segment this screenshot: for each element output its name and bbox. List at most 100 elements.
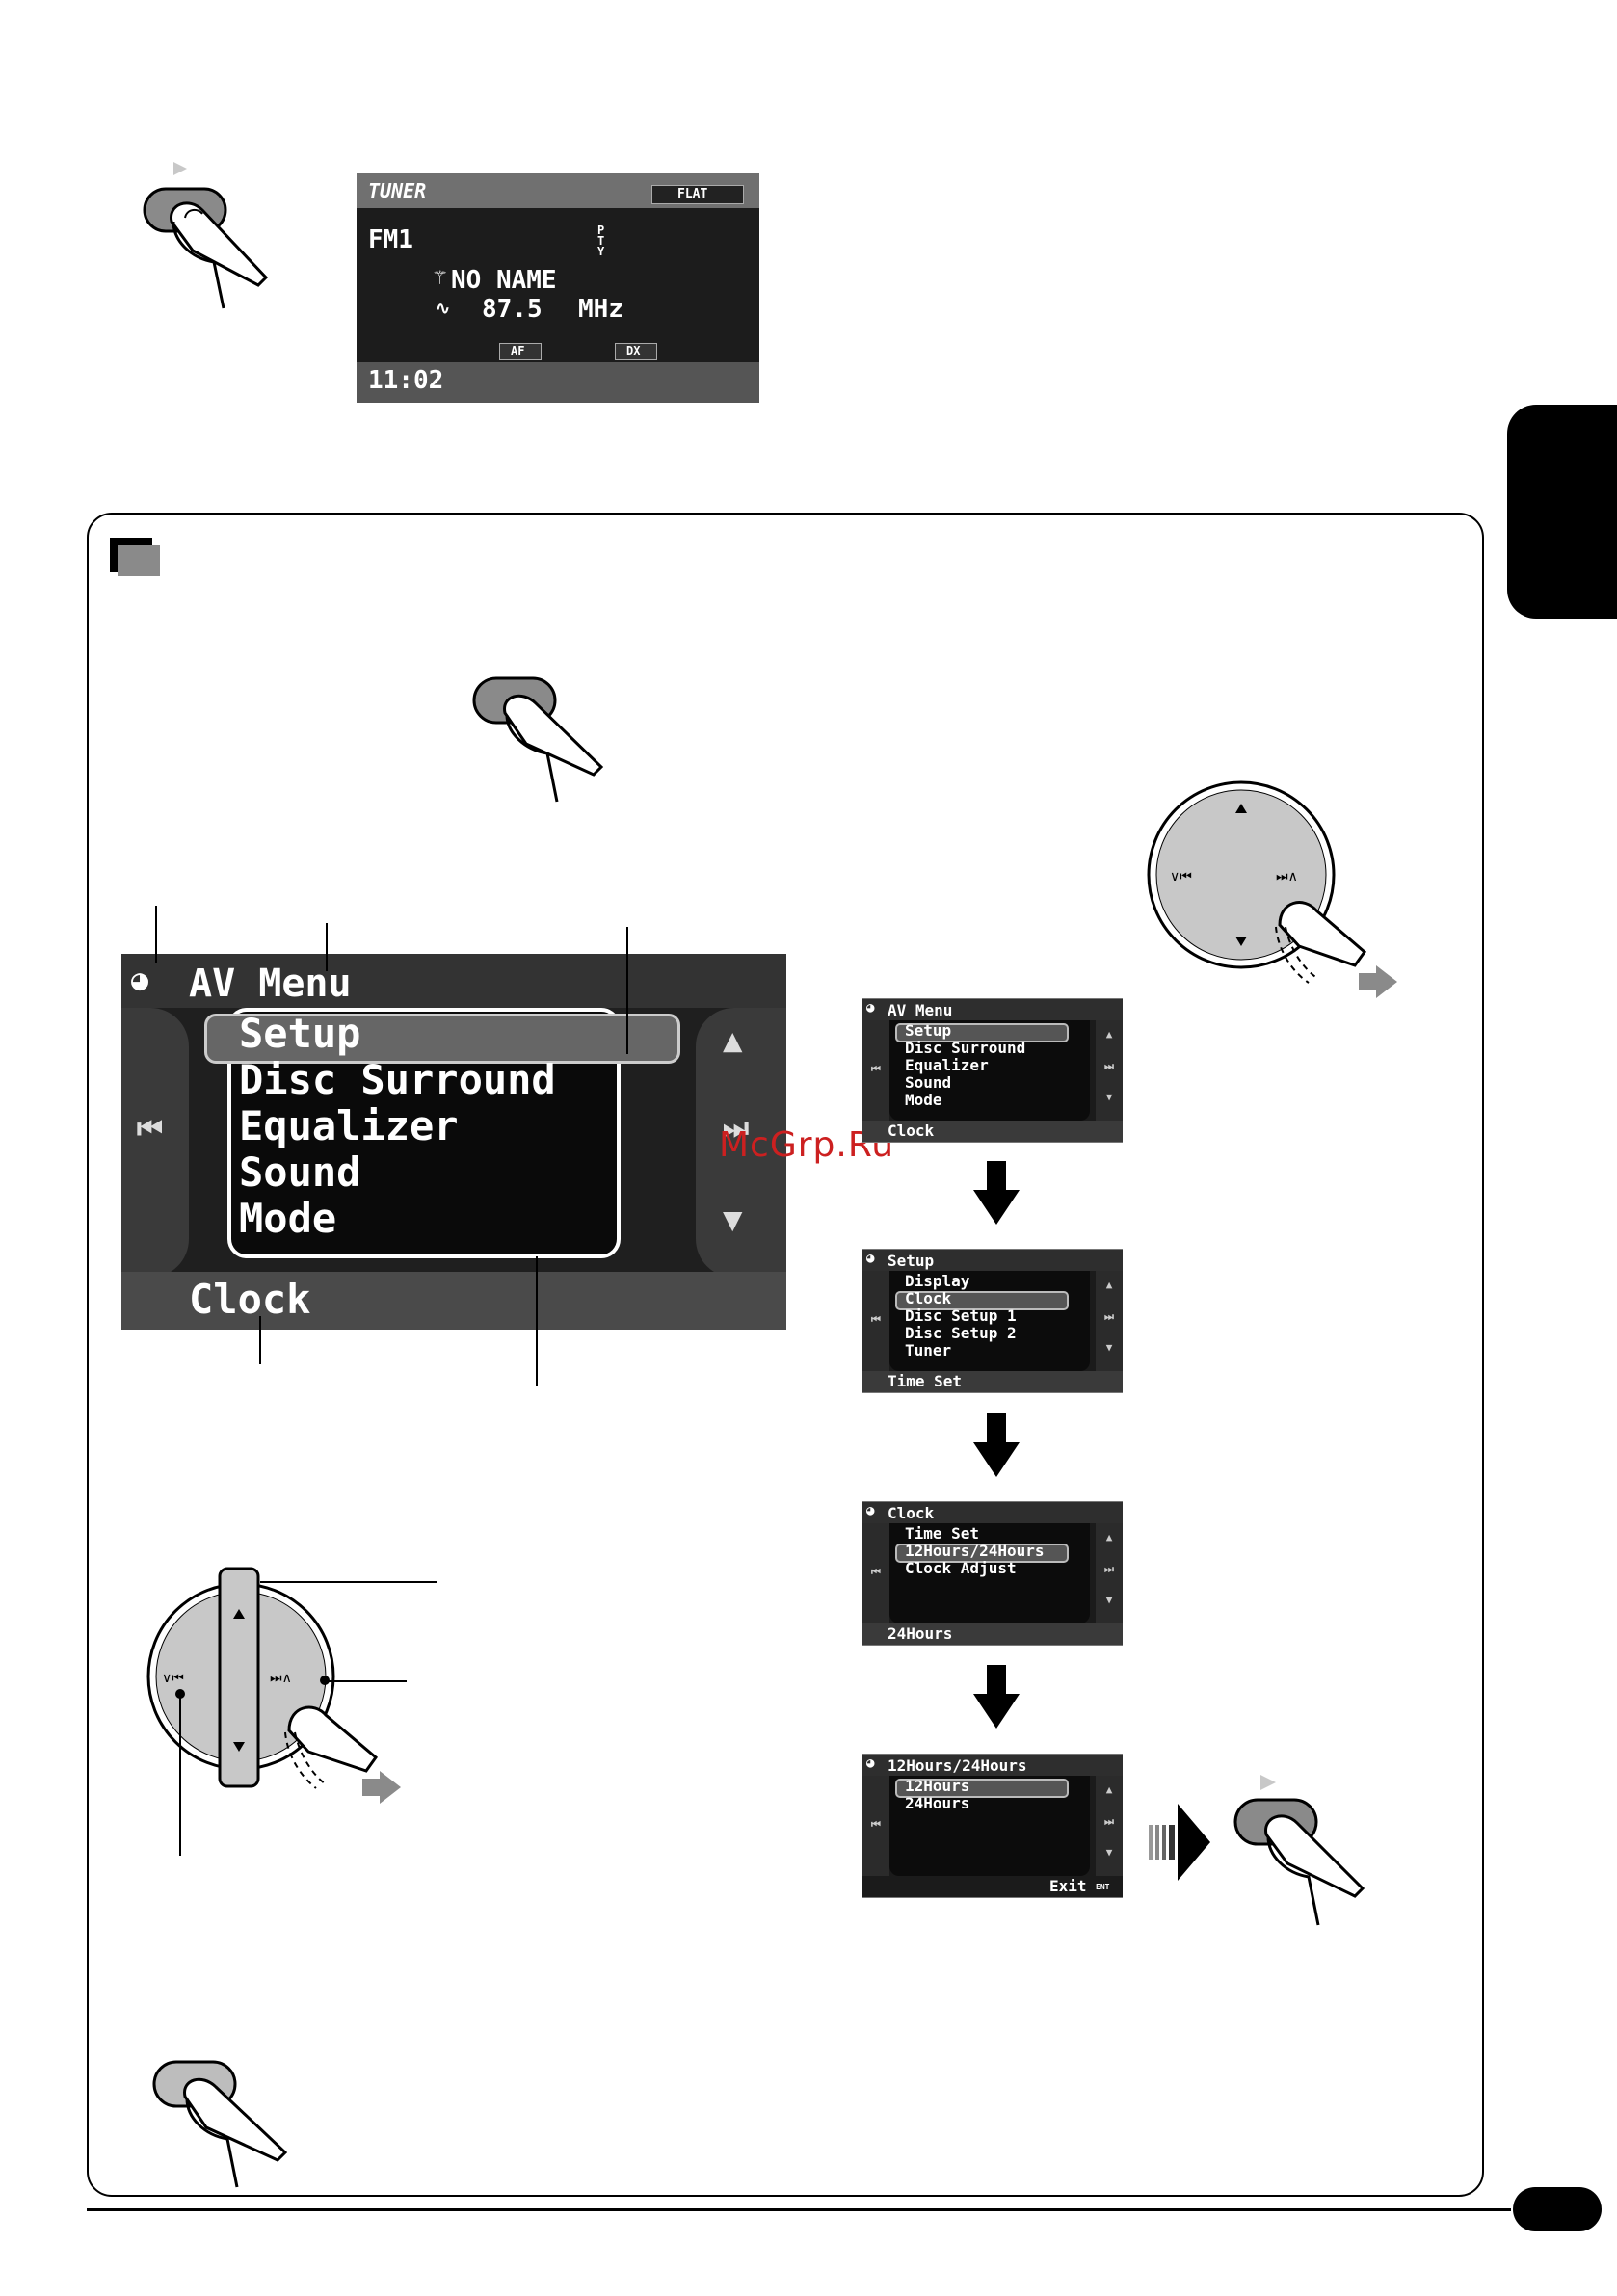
right-side-panel bbox=[696, 1008, 786, 1278]
small-menu-item[interactable]: 24Hours bbox=[905, 1794, 970, 1812]
small-menu-item[interactable]: Disc Setup 1 bbox=[905, 1306, 1017, 1325]
dx-badge-label: DX bbox=[626, 344, 641, 357]
small-left-side: ⏮ bbox=[862, 1020, 889, 1121]
small-menu-item[interactable]: Mode bbox=[905, 1091, 942, 1109]
scroll-up-icon: ▲ bbox=[1105, 1279, 1113, 1291]
antenna-icon: ⚚ bbox=[434, 266, 447, 290]
small-menu-footer-label: 24Hours bbox=[888, 1624, 953, 1643]
tuner-footer-bar bbox=[357, 362, 759, 403]
small-right-side: ▲ ⏭ ▼ bbox=[1096, 1523, 1123, 1623]
disc-icon: ◕ bbox=[131, 963, 149, 997]
small-menu-footer bbox=[862, 1371, 1123, 1392]
callout-line-updown bbox=[260, 1581, 437, 1583]
small-menu-item[interactable]: 12Hours/24Hours bbox=[905, 1542, 1045, 1560]
prev-track-icon: ⏮ bbox=[871, 1818, 881, 1831]
prev-track-icon[interactable]: ⏮ bbox=[137, 1112, 163, 1146]
scroll-up-icon: ▲ bbox=[1105, 1531, 1113, 1544]
prev-track-icon: ⏮ bbox=[871, 1063, 881, 1075]
small-right-side: ▲⏭▼ bbox=[1096, 1271, 1123, 1371]
scroll-down-icon: ▼ bbox=[1105, 1341, 1113, 1354]
small-menu-footer bbox=[862, 1121, 1123, 1142]
small-menu-item[interactable]: 12Hours bbox=[905, 1777, 970, 1795]
small-menu-item[interactable]: Clock bbox=[905, 1289, 952, 1307]
footer-rule bbox=[87, 2208, 1511, 2211]
small-menu-item[interactable]: Display bbox=[905, 1272, 970, 1290]
small-menu-title: Clock bbox=[888, 1504, 935, 1522]
svg-text:∨⏮: ∨⏮ bbox=[1170, 869, 1192, 884]
small-right-side: ▲ ⏭ ▼ bbox=[1096, 1776, 1123, 1876]
svg-text:⏭∧: ⏭∧ bbox=[1276, 869, 1298, 884]
af-badge-label: AF bbox=[511, 344, 525, 357]
small-menu-header bbox=[862, 1502, 1123, 1523]
small-menu-title: AV Menu bbox=[888, 1001, 953, 1019]
disc-icon: ◕ bbox=[866, 1503, 875, 1518]
eq-badge-label: FLAT bbox=[677, 187, 708, 201]
tuner-clock: 11:02 bbox=[368, 366, 444, 395]
exit-label[interactable]: Exit bbox=[1049, 1877, 1087, 1895]
small-menu-item[interactable]: Disc Surround bbox=[905, 1039, 1026, 1057]
scroll-up-icon: ▲ bbox=[1105, 1028, 1113, 1041]
callout-line-list bbox=[536, 1256, 538, 1386]
eq-badge: FLAT bbox=[651, 185, 744, 204]
small-menu-footer-label: Clock bbox=[888, 1122, 935, 1140]
exit-press-illustration bbox=[145, 2052, 299, 2197]
callout-line-highlight bbox=[626, 927, 628, 1054]
av-menu-footer-label: Clock bbox=[189, 1276, 311, 1323]
av-menu-title: AV Menu bbox=[189, 962, 352, 1006]
small-menu-setup: ◕ Setup ⏮ ▲⏭▼ Display Clock Disc Setup 1… bbox=[862, 1249, 1123, 1393]
small-left-side: ⏮ bbox=[862, 1271, 889, 1371]
av-menu-footer bbox=[121, 1272, 786, 1330]
menu-highlight-bar bbox=[204, 1014, 680, 1064]
left-side-panel bbox=[121, 1008, 189, 1278]
next-track-icon: ⏭ bbox=[1104, 1060, 1114, 1072]
prev-track-icon: ⏮ bbox=[871, 1313, 881, 1326]
frequency-value: 87.5 bbox=[482, 295, 543, 324]
control-wheel-top: ∨⏮ ⏭∧ bbox=[1135, 780, 1424, 1012]
small-menu-item[interactable]: Sound bbox=[905, 1073, 952, 1092]
tuner-band: FM1 bbox=[368, 225, 413, 254]
next-track-icon: ⏭ bbox=[1104, 1815, 1114, 1828]
callout-line-right bbox=[326, 1680, 407, 1682]
scroll-up-icon[interactable]: ▲ bbox=[723, 1021, 743, 1060]
callout-line-left bbox=[179, 1694, 181, 1856]
small-menu-title: 12Hours/24Hours bbox=[888, 1756, 1027, 1775]
top-press-illustration bbox=[135, 154, 279, 318]
next-track-icon[interactable]: ⏭ bbox=[723, 1112, 749, 1146]
menu-item-equalizer[interactable]: Equalizer bbox=[239, 1102, 459, 1149]
small-menu-list bbox=[889, 1271, 1090, 1371]
small-menu-header bbox=[862, 1755, 1123, 1776]
small-menu-item[interactable]: Setup bbox=[905, 1021, 952, 1040]
scroll-down-icon: ▼ bbox=[1105, 1846, 1113, 1859]
menu-item-mode[interactable]: Mode bbox=[239, 1195, 337, 1242]
small-menu-item[interactable]: Tuner bbox=[905, 1341, 952, 1359]
small-menu-highlight bbox=[895, 1291, 1069, 1310]
small-menu-item[interactable]: Time Set bbox=[905, 1524, 980, 1543]
menu-item-setup[interactable]: Setup bbox=[239, 1010, 361, 1057]
small-menu-item[interactable]: Equalizer bbox=[905, 1056, 989, 1074]
next-track-icon: ⏭ bbox=[1104, 1563, 1114, 1575]
small-right-side: ▲ ⏭ ▼ bbox=[1096, 1020, 1123, 1121]
small-menu-item[interactable]: Clock Adjust bbox=[905, 1559, 1017, 1577]
page-number-tab bbox=[1513, 2187, 1602, 2231]
ent-badge: ENT bbox=[1096, 1883, 1110, 1891]
small-menu-header bbox=[862, 999, 1123, 1020]
small-menu-title: Setup bbox=[888, 1252, 935, 1270]
disc-icon: ◕ bbox=[866, 1000, 875, 1016]
main-frame bbox=[87, 513, 1484, 2197]
small-menu-footer bbox=[862, 1623, 1123, 1645]
down-arrow-icon bbox=[973, 1161, 1020, 1225]
small-menu-list bbox=[889, 1523, 1090, 1623]
small-menu-item[interactable]: Disc Setup 2 bbox=[905, 1324, 1017, 1342]
scroll-up-icon: ▲ bbox=[1105, 1783, 1113, 1796]
scroll-down-icon[interactable]: ▼ bbox=[723, 1201, 743, 1239]
scroll-down-icon: ▼ bbox=[1105, 1594, 1113, 1606]
scroll-down-icon: ▼ bbox=[1105, 1091, 1113, 1103]
down-arrow-icon bbox=[973, 1665, 1020, 1729]
menu-item-sound[interactable]: Sound bbox=[239, 1148, 361, 1196]
section-marker-icon bbox=[110, 538, 160, 576]
menu-item-disc-surround[interactable]: Disc Surround bbox=[239, 1056, 556, 1103]
callout-line-footer bbox=[259, 1316, 261, 1364]
af-badge: AF bbox=[499, 343, 542, 360]
